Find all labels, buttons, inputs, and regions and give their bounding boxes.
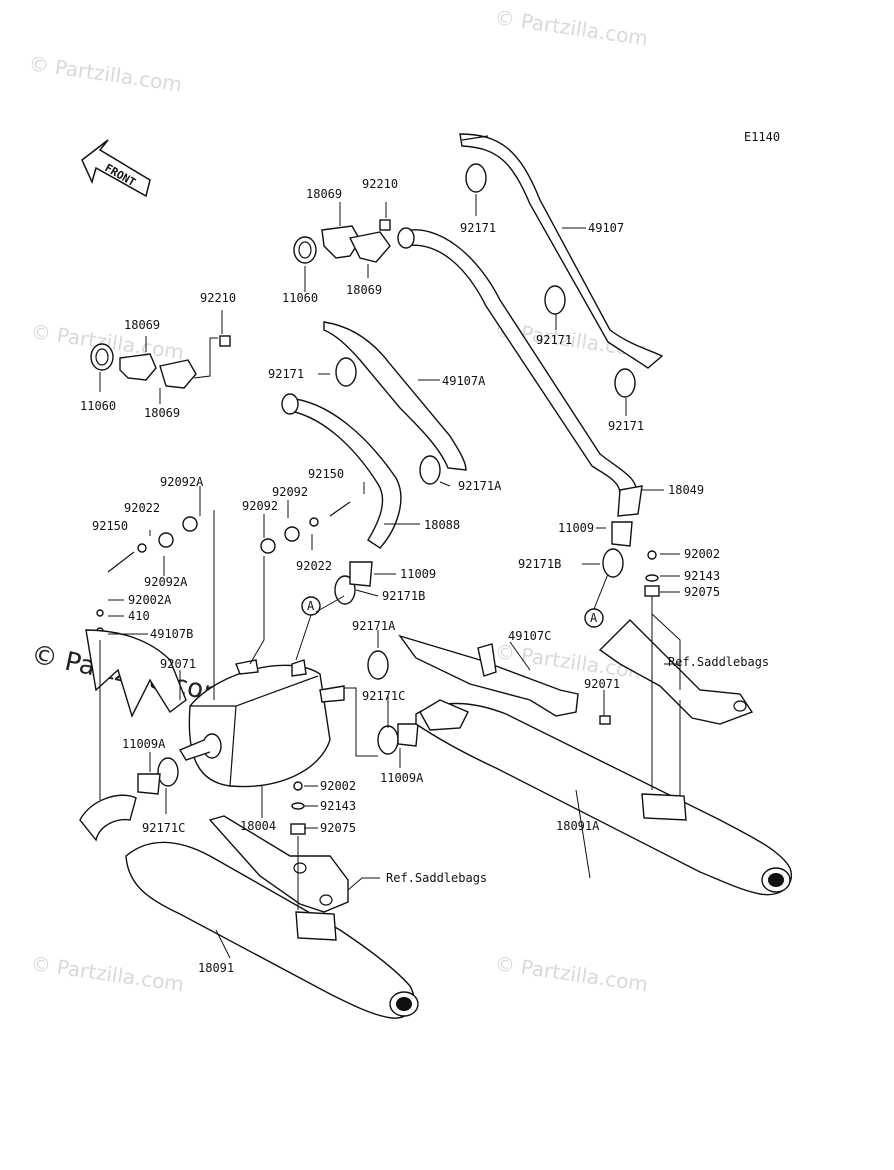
clamps <box>157 163 636 787</box>
label-18004: 18004 <box>240 819 276 833</box>
label-11009A: 11009A <box>122 737 166 751</box>
exhaust-pipe-18049 <box>397 227 643 517</box>
label-92150: 92150 <box>92 519 128 533</box>
label-49107B: 49107B <box>150 627 193 641</box>
label-92171A: 92171A <box>458 479 502 493</box>
label-92171C: 92171C <box>362 689 405 703</box>
bracket-group-left <box>90 335 231 389</box>
label-18069: 18069 <box>124 318 160 332</box>
label-11009: 11009 <box>558 521 594 535</box>
label-92171C: 92171C <box>142 821 185 835</box>
label-11060: 11060 <box>282 291 318 305</box>
label-11009A: 11009A <box>380 771 424 785</box>
label-92092A: 92092A <box>160 475 204 489</box>
label-92075: 92075 <box>684 585 720 599</box>
label-92171: 92171 <box>536 333 572 347</box>
heat-shield-49107B <box>85 629 187 718</box>
label-11060: 11060 <box>80 399 116 413</box>
label-92143: 92143 <box>684 569 720 583</box>
heat-cover-49107A <box>323 321 467 471</box>
muffler-18091 <box>79 794 419 1019</box>
exhaust-pipe-18088 <box>281 393 402 549</box>
label-92210: 92210 <box>362 177 398 191</box>
label-92171A: 92171A <box>352 619 396 633</box>
label-92002: 92002 <box>684 547 720 561</box>
label-92092: 92092 <box>242 499 278 513</box>
front-arrow: FRONT <box>81 139 151 198</box>
label-18049: 18049 <box>668 483 704 497</box>
label-92171B: 92171B <box>382 589 425 603</box>
bracket-group-top <box>293 219 391 264</box>
label-92002A: 92002A <box>128 593 172 607</box>
label-92150: 92150 <box>308 467 344 481</box>
label-92171: 92171 <box>608 419 644 433</box>
callout-a: A <box>307 599 315 613</box>
part-labels: 49107 92171 92171 92171 18069 92210 1106… <box>80 177 769 975</box>
saddlebag-bracket-left <box>208 815 349 941</box>
muffler-18091A <box>415 699 793 896</box>
label-92071: 92071 <box>160 657 196 671</box>
watermarks: © Partzilla.com © Partzilla.com © Partzi… <box>27 5 649 996</box>
label-92092A: 92092A <box>144 575 188 589</box>
watermark-text: © Partzilla.com <box>27 51 183 96</box>
label-92210: 92210 <box>200 291 236 305</box>
saddlebag-bracket-right <box>598 619 754 821</box>
diagram-code: E1140 <box>744 130 780 144</box>
callout-a: A <box>590 611 598 625</box>
muffler-18004 <box>178 659 345 788</box>
label-18091A: 18091A <box>556 819 600 833</box>
label-ref-saddlebags: Ref.Saddlebags <box>668 655 769 669</box>
label-92002: 92002 <box>320 779 356 793</box>
label-18088: 18088 <box>424 518 460 532</box>
sleeves <box>137 521 633 795</box>
hardware <box>96 501 660 835</box>
label-92171B: 92171B <box>518 557 561 571</box>
callout-circles: A A <box>301 596 604 628</box>
label-410: 410 <box>128 609 150 623</box>
watermark-text: © Partzilla.com <box>29 951 185 996</box>
label-92071: 92071 <box>584 677 620 691</box>
label-18069: 18069 <box>144 406 180 420</box>
watermark-text: © Partzilla.com <box>493 951 649 996</box>
heat-cover-49107 <box>459 133 664 369</box>
label-92171: 92171 <box>268 367 304 381</box>
label-49107: 49107 <box>588 221 624 235</box>
label-18069: 18069 <box>306 187 342 201</box>
label-18091: 18091 <box>198 961 234 975</box>
label-92022: 92022 <box>296 559 332 573</box>
label-92092: 92092 <box>272 485 308 499</box>
label-18069: 18069 <box>346 283 382 297</box>
label-92171: 92171 <box>460 221 496 235</box>
label-ref-saddlebags: Ref.Saddlebags <box>386 871 487 885</box>
heat-shield-49107C <box>398 634 579 717</box>
label-49107C: 49107C <box>508 629 551 643</box>
label-92143: 92143 <box>320 799 356 813</box>
watermark-text: © Partzilla.com <box>493 5 649 50</box>
label-92075: 92075 <box>320 821 356 835</box>
label-11009: 11009 <box>400 567 436 581</box>
label-92022: 92022 <box>124 501 160 515</box>
leader-lines <box>99 194 681 959</box>
label-49107A: 49107A <box>442 374 486 388</box>
